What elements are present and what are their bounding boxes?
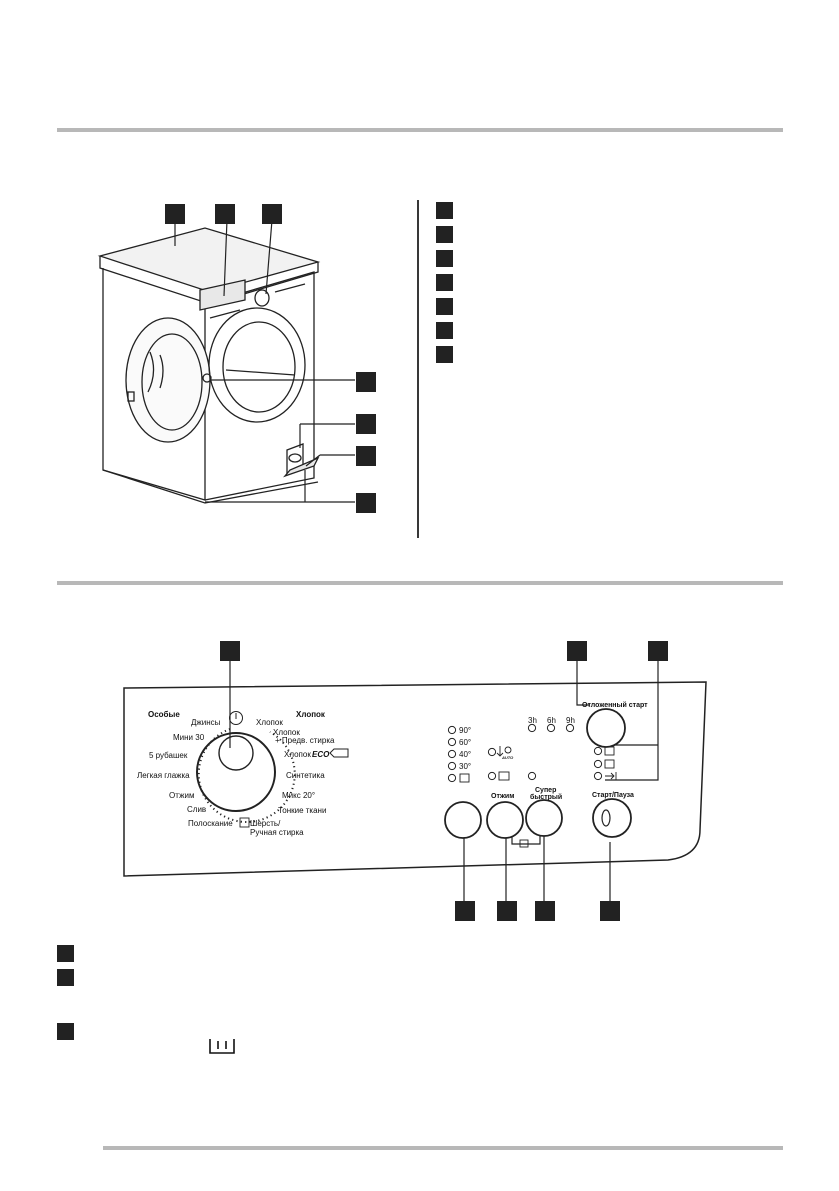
- temperature-button[interactable]: [445, 802, 481, 838]
- legend-1: [436, 202, 453, 219]
- spin-button-label: Отжим: [491, 793, 515, 800]
- program-wool: Шерсть/: [250, 819, 281, 828]
- temp-60: 60°: [459, 738, 472, 747]
- legend-4: [436, 274, 453, 291]
- super-quick-label-2: быстрый: [530, 794, 563, 801]
- callout-3: [262, 204, 282, 224]
- panel-callout-1: [220, 641, 240, 661]
- middle-rule: [57, 581, 783, 585]
- control-panel-illustration: [123, 658, 707, 905]
- program-jeans: Джинсы: [191, 718, 221, 727]
- program-delicates: Тонкие ткани: [278, 806, 327, 815]
- program-cotton: Хлопок: [256, 718, 283, 727]
- start-pause-label: Старт/Пауза: [592, 792, 634, 799]
- program-cotton-prewash-2: + Предв. стирка: [275, 736, 335, 745]
- super-quick-button[interactable]: [526, 800, 562, 836]
- legend-7: [436, 346, 453, 363]
- group-special-label: Особые: [148, 710, 180, 719]
- legend-5: [436, 298, 453, 315]
- legend-2: [436, 226, 453, 243]
- delay-6h: 6h: [547, 716, 556, 725]
- delay-9h: 9h: [566, 716, 575, 725]
- program-cotton-prewash: Хлопок: [273, 728, 300, 737]
- bottom-legend-3: [57, 1023, 74, 1040]
- panel-callout-3: [648, 641, 668, 661]
- program-spin: Отжим: [169, 791, 195, 800]
- callout-1: [165, 204, 185, 224]
- panel-callout-6: [535, 901, 555, 921]
- program-dial[interactable]: [197, 733, 275, 811]
- program-synthetics: Синтетика: [286, 771, 325, 780]
- program-easy-iron: Легкая глажка: [137, 771, 190, 780]
- program-5-shirts: 5 рубашек: [149, 751, 188, 760]
- program-drain: Слив: [187, 805, 207, 814]
- delay-3h: 3h: [528, 716, 537, 725]
- delay-start-label: Отложенный старт: [582, 702, 648, 709]
- program-mini30: Мини 30: [173, 733, 205, 742]
- temp-90: 90°: [459, 726, 472, 735]
- program-mix20: Микс 20°: [282, 791, 316, 800]
- temp-30: 30°: [459, 762, 472, 771]
- super-quick-label-1: Супер: [535, 787, 557, 794]
- legend-3: [436, 250, 453, 267]
- washing-machine-illustration: [97, 200, 419, 538]
- callout-5: [356, 414, 376, 434]
- delay-start-button[interactable]: [587, 709, 625, 747]
- bottom-legend-1: [57, 945, 74, 962]
- callout-6: [356, 446, 376, 466]
- panel-callout-5: [497, 901, 517, 921]
- group-cotton-label: Хлопок: [296, 710, 325, 719]
- panel-callout-2: [567, 641, 587, 661]
- legend-6: [436, 322, 453, 339]
- start-pause-button[interactable]: [593, 799, 631, 837]
- auto-label: AUTO: [502, 755, 514, 760]
- bottom-rule: [103, 1146, 783, 1150]
- callout-7: [356, 493, 376, 513]
- program-rinse: Полоскание: [188, 819, 233, 828]
- tub-symbol-icon: [209, 1039, 235, 1054]
- panel-callout-4: [455, 901, 475, 921]
- callout-2: [215, 204, 235, 224]
- program-cotton-eco: Хлопок: [284, 750, 311, 759]
- bottom-legend-2: [57, 969, 74, 986]
- program-handwash: Ручная стирка: [250, 828, 304, 837]
- spin-button[interactable]: [487, 802, 523, 838]
- callout-4: [356, 372, 376, 392]
- temp-40: 40°: [459, 750, 472, 759]
- top-rule: [57, 128, 783, 132]
- program-eco-mark: ECO: [312, 750, 330, 759]
- panel-callout-7: [600, 901, 620, 921]
